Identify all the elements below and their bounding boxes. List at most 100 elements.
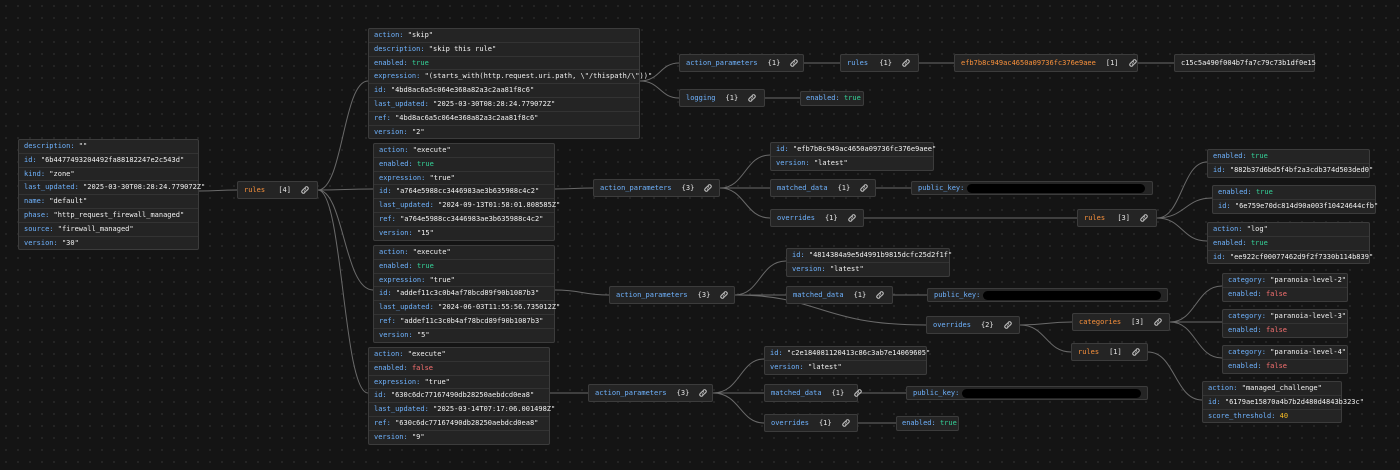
node-field-id[interactable]: id: "efb7b8c949ac4650a09736fc376e9aee" bbox=[771, 143, 936, 157]
rule-4-overrides-object-node[interactable]: enabled: true bbox=[896, 416, 959, 431]
rule-2-ap-object-node[interactable]: id: "efb7b8c949ac4650a09736fc376e9aee"ve… bbox=[770, 142, 936, 171]
link-icon[interactable] bbox=[1002, 319, 1014, 331]
node-field-version[interactable]: version: "9" bbox=[369, 431, 549, 444]
node-field-phase[interactable]: phase: "http_request_firewall_managed" bbox=[19, 209, 198, 223]
link-icon[interactable] bbox=[702, 182, 714, 194]
rule-3-action-parameters-node[interactable]: action_parameters{3} bbox=[609, 286, 735, 304]
node-field-version[interactable]: version: "30" bbox=[19, 237, 198, 250]
link-icon[interactable] bbox=[746, 92, 758, 104]
rule-1-ap-rules-key-node[interactable]: efb7b8c949ac4650a09736fc376e9aee[1] bbox=[954, 54, 1138, 72]
rule-3-categories-node[interactable]: categories[3] bbox=[1072, 313, 1170, 331]
rule-4-ap-object-node[interactable]: id: "c2e184081120413c86c3ab7e14069605"ve… bbox=[764, 346, 930, 375]
node-field-name[interactable]: name: "default" bbox=[19, 195, 198, 209]
node-field-expression[interactable]: expression: "true" bbox=[369, 376, 549, 390]
node-field-expression[interactable]: expression: "true" bbox=[374, 172, 554, 186]
node-field-enabled[interactable]: enabled: true bbox=[369, 57, 639, 71]
node-field-ref[interactable]: ref: "630c6dc77167490db28250aebdcd0ea8" bbox=[369, 417, 549, 431]
link-icon[interactable] bbox=[874, 289, 886, 301]
rule-3-category-1-node[interactable]: category: "paranoia-level-2"enabled: fal… bbox=[1222, 273, 1348, 302]
root-object-node[interactable]: description: ""id: "6b4477493204492fa881… bbox=[18, 139, 205, 251]
node-field-version[interactable]: version: "15" bbox=[374, 227, 554, 240]
node-field-enabled[interactable]: enabled: true bbox=[801, 92, 863, 105]
node-field-id[interactable]: id: "c2e184081120413c86c3ab7e14069605" bbox=[765, 347, 930, 361]
node-field-expression[interactable]: expression: "true" bbox=[374, 274, 554, 288]
node-field-enabled[interactable]: enabled: true bbox=[374, 158, 554, 172]
node-field-id[interactable]: id: "882b37d6bd5f4bf2a3cdb374d503ded0" bbox=[1208, 164, 1373, 177]
link-icon[interactable] bbox=[788, 57, 800, 69]
rule-3-ap-object-node[interactable]: id: "4814384a9e5d4991b9815dcfc25d2f1f"ve… bbox=[786, 248, 952, 277]
link-icon[interactable] bbox=[1138, 212, 1150, 224]
rule-4-overrides-node[interactable]: overrides{1} bbox=[764, 414, 858, 432]
node-field-source[interactable]: source: "firewall_managed" bbox=[19, 223, 198, 237]
node-field-enabled[interactable]: enabled: false bbox=[1223, 324, 1347, 337]
node-field-action[interactable]: action: "log" bbox=[1208, 223, 1369, 237]
node-field-enabled[interactable]: enabled: false bbox=[369, 362, 549, 376]
node-field-action[interactable]: action: "execute" bbox=[374, 246, 554, 260]
rule-2-public-key-node[interactable]: public_key: bbox=[911, 181, 1153, 195]
node-field-action[interactable]: action: "execute" bbox=[374, 144, 554, 158]
node-field-action[interactable]: action: "execute" bbox=[369, 348, 549, 362]
node-field-last-updated[interactable]: last_updated: "2025-03-30T08:28:24.77907… bbox=[369, 98, 639, 112]
link-icon[interactable] bbox=[840, 417, 852, 429]
rule-3-rules-node[interactable]: rules[1] bbox=[1071, 343, 1148, 361]
rules-array-node[interactable]: rules[4] bbox=[237, 181, 318, 199]
node-field-id[interactable]: id: "a764e5988cc3446983ae3b635988c4c2" bbox=[374, 185, 554, 200]
node-field-last-updated[interactable]: last_updated: "2025-03-14T07:17:06.00149… bbox=[369, 403, 555, 417]
node-field-id[interactable]: id: "4bd8ac6a5c064e368a82a3c2aa81f8c6" bbox=[369, 84, 639, 98]
node-field-ref[interactable]: ref: "addef11c3c0b4af78bcd89f90b1087b3" bbox=[374, 315, 554, 329]
node-field-enabled[interactable]: enabled: true bbox=[1208, 237, 1369, 251]
node-field-category[interactable]: category: "paranoia-level-4" bbox=[1223, 346, 1347, 360]
node-field-id[interactable]: id: "ee922cf00077462d9f2f7330b114b839" bbox=[1208, 251, 1373, 264]
link-icon[interactable] bbox=[299, 184, 311, 196]
node-field-version[interactable]: version: "latest" bbox=[771, 157, 933, 170]
node-field-kind[interactable]: kind: "zone" bbox=[19, 168, 198, 182]
rule-1-ap-rules-node[interactable]: rules{1} bbox=[840, 54, 919, 72]
node-field-id[interactable]: id: "6e759e70dc814d90a003f10424644cfb" bbox=[1213, 200, 1378, 213]
rule-1-object-node[interactable]: action: "skip"description: "skip this ru… bbox=[368, 28, 652, 140]
link-icon[interactable] bbox=[900, 57, 912, 69]
rule-2-overrides-node[interactable]: overrides{1} bbox=[770, 209, 864, 227]
rule-2-action-parameters-node[interactable]: action_parameters{3} bbox=[593, 179, 720, 197]
rule-4-public-key-node[interactable]: public_key: bbox=[906, 386, 1148, 400]
node-field-enabled[interactable]: enabled: true bbox=[1213, 186, 1375, 200]
node-field-description[interactable]: description: "" bbox=[19, 140, 198, 154]
node-field-action[interactable]: action: "managed_challenge" bbox=[1203, 382, 1341, 396]
node-field-ref[interactable]: ref: "4bd8ac6a5c064e368a82a3c2aa81f8c6" bbox=[369, 112, 639, 126]
rule-3-matched-data-node[interactable]: matched_data{1} bbox=[786, 286, 893, 304]
link-icon[interactable] bbox=[846, 212, 858, 224]
node-field-id[interactable]: id: "4814384a9e5d4991b9815dcfc25d2f1f" bbox=[787, 249, 952, 263]
link-icon[interactable] bbox=[858, 182, 870, 194]
rule-4-action-parameters-node[interactable]: action_parameters{3} bbox=[588, 384, 713, 402]
node-field-action[interactable]: action: "skip" bbox=[369, 29, 639, 43]
node-field-version[interactable]: version: "latest" bbox=[765, 361, 926, 374]
node-field-enabled[interactable]: enabled: true bbox=[1208, 150, 1369, 164]
node-field-enabled[interactable]: enabled: false bbox=[1223, 288, 1347, 301]
node-field-id[interactable]: id: "addef11c3c0b4af78bcd89f90b1087b3" bbox=[374, 287, 554, 302]
node-field-category[interactable]: category: "paranoia-level-3" bbox=[1223, 310, 1347, 324]
node-field-enabled[interactable]: enabled: true bbox=[374, 260, 554, 274]
node-field-version[interactable]: version: "latest" bbox=[787, 263, 949, 276]
rule-3-category-3-node[interactable]: category: "paranoia-level-4"enabled: fal… bbox=[1222, 345, 1348, 374]
rule-3-category-2-node[interactable]: category: "paranoia-level-3"enabled: fal… bbox=[1222, 309, 1348, 338]
node-field-last-updated[interactable]: last_updated: "2024-06-03T11:55:56.73501… bbox=[374, 301, 560, 315]
rule-4-matched-data-node[interactable]: matched_data{1} bbox=[764, 384, 862, 402]
node-field-last-updated[interactable]: last_updated: "2025-03-30T08:28:24.77907… bbox=[19, 181, 205, 196]
link-icon[interactable] bbox=[718, 289, 730, 301]
rule-3-rules-object-node[interactable]: action: "managed_challenge"id: "6179ae15… bbox=[1202, 381, 1364, 424]
node-field-last-updated[interactable]: last_updated: "2024-09-13T01:58:01.80858… bbox=[374, 199, 560, 213]
rule-3-public-key-node[interactable]: public_key: bbox=[927, 288, 1168, 302]
node-field-expression[interactable]: expression: "(starts_with(http.request.u… bbox=[369, 70, 652, 85]
rule-1-action-parameters-node[interactable]: action_parameters{1} bbox=[679, 54, 804, 72]
node-field-category[interactable]: category: "paranoia-level-2" bbox=[1223, 274, 1347, 288]
node-field-id[interactable]: id: "6179ae15870a4b7b2d480d4843b323c" bbox=[1203, 396, 1364, 410]
link-icon[interactable] bbox=[1152, 316, 1164, 328]
node-field-id[interactable]: id: "6b4477493204492fa88182247e2c543d" bbox=[19, 154, 198, 168]
rule-1-logging-node[interactable]: logging{1} bbox=[679, 89, 765, 107]
rule-1-ap-rules-value-node[interactable]: c15c5a490f004b7fa7c79c73b1df0e15 bbox=[1174, 54, 1316, 72]
node-field-version[interactable]: version: "5" bbox=[374, 329, 554, 342]
